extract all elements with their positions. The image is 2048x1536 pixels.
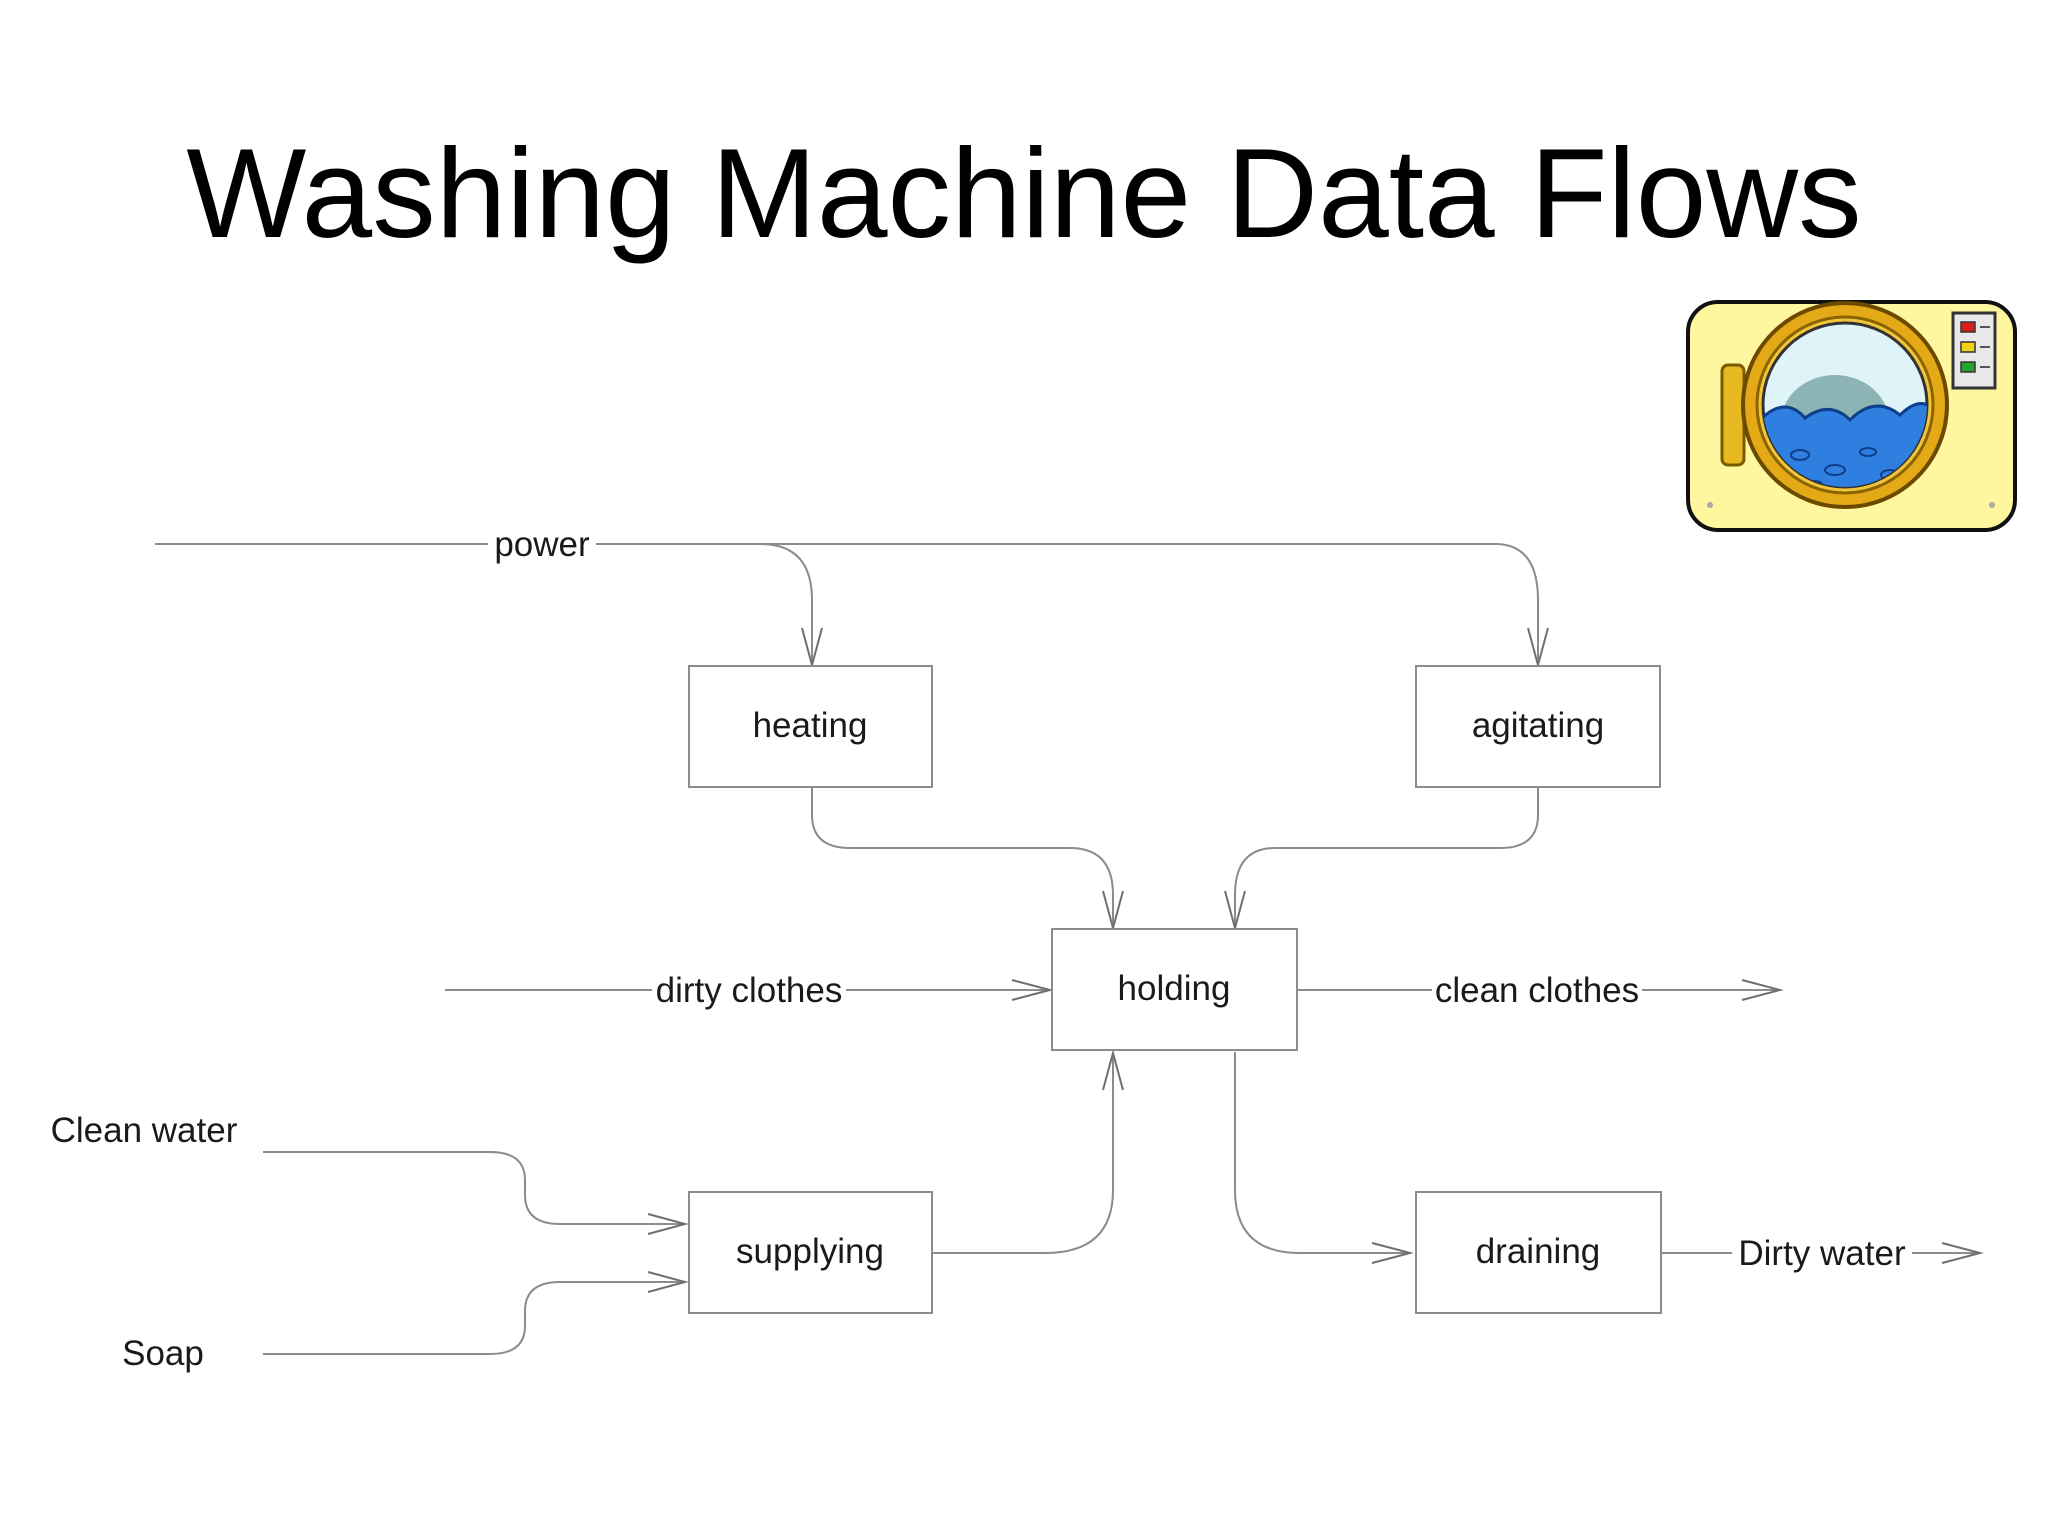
flow-line-heating-to-holding bbox=[811, 787, 1114, 928]
flow-label-clean-water: Clean water bbox=[51, 1111, 238, 1150]
arrowhead-dirty-water bbox=[1941, 1242, 1984, 1264]
flow-label-clean-clothes: clean clothes bbox=[1435, 971, 1639, 1010]
flow-line-power-to-heating bbox=[759, 543, 813, 665]
process-agitating: agitating bbox=[1415, 665, 1661, 788]
flow-line-clean-water bbox=[263, 1151, 685, 1225]
process-label-heating: heating bbox=[753, 706, 868, 745]
process-heating: heating bbox=[688, 665, 933, 788]
flow-line-agitating-to-holding bbox=[1234, 787, 1539, 928]
process-draining: draining bbox=[1415, 1191, 1662, 1314]
flow-label-dirty-water: Dirty water bbox=[1738, 1234, 1906, 1273]
process-label-holding: holding bbox=[1118, 969, 1231, 1008]
arrowhead-clean-water bbox=[647, 1213, 689, 1235]
arrowhead-clean-clothes bbox=[1741, 979, 1784, 1001]
process-label-agitating: agitating bbox=[1472, 706, 1604, 745]
process-supplying: supplying bbox=[688, 1191, 933, 1314]
washing-machine-icon bbox=[1686, 300, 2017, 532]
flow-line-power bbox=[155, 543, 1539, 665]
flow-label-power: power bbox=[494, 525, 590, 564]
arrowhead-dirty-clothes bbox=[1011, 979, 1054, 1001]
flow-line-supplying-to-holding bbox=[932, 1055, 1114, 1254]
flow-label-soap: Soap bbox=[122, 1334, 204, 1373]
process-holding: holding bbox=[1051, 928, 1298, 1051]
slide-title: Washing Machine Data Flows bbox=[186, 122, 1862, 264]
flow-label-dirty-clothes: dirty clothes bbox=[656, 971, 843, 1010]
process-label-draining: draining bbox=[1476, 1232, 1601, 1271]
arrowhead-soap bbox=[647, 1271, 689, 1293]
flow-labels: power dirty clothes clean clothes Clean … bbox=[51, 522, 1912, 1373]
arrowhead-supplying-holding bbox=[1102, 1049, 1124, 1091]
flow-line-holding-to-draining bbox=[1234, 1052, 1410, 1254]
flow-line-soap bbox=[263, 1281, 685, 1355]
arrowhead-holding-draining bbox=[1371, 1242, 1414, 1264]
process-label-supplying: supplying bbox=[736, 1232, 884, 1271]
